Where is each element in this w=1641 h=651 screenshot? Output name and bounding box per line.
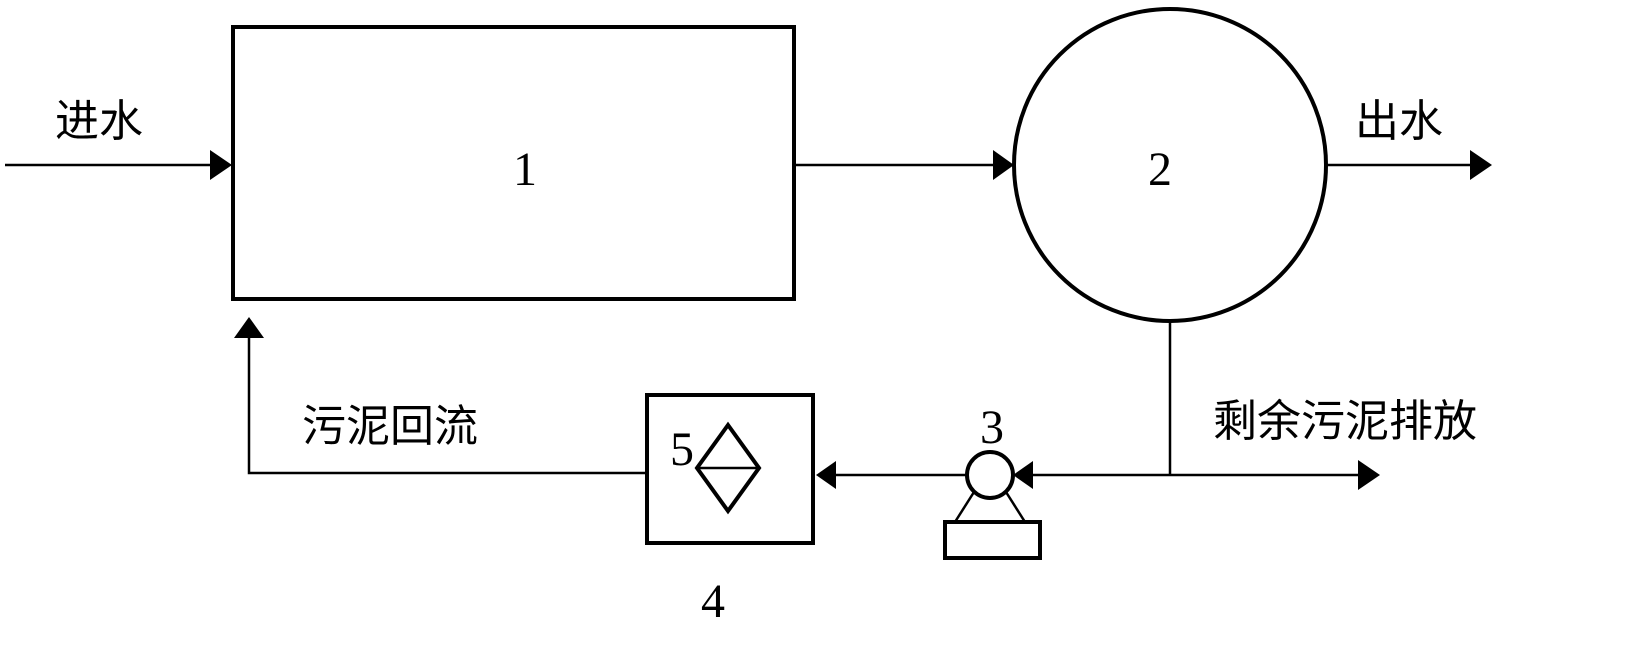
underflow-to-pump-arrow [1013,461,1170,489]
node-3-label: 3 [980,401,1004,454]
inlet-label: 进水 [55,97,143,146]
unit-box-4 [645,393,815,545]
node-5-label: 5 [670,423,694,476]
excess-sludge-arrow [1170,460,1380,490]
node-2-label: 2 [1148,143,1172,196]
inlet-arrow [5,150,232,180]
reactor-box-1 [231,25,796,301]
box1-to-clarifier-arrow [794,150,1014,180]
node-1-label: 1 [513,143,537,196]
excess-sludge-label: 剩余污泥排放 [1213,397,1477,446]
outlet-label: 出水 [1355,97,1443,146]
sludge-return-label: 污泥回流 [302,402,478,451]
node-4-label: 4 [701,575,725,628]
sludge-return-line [234,317,647,475]
component-5-diamond-icon [694,421,762,515]
pump-to-unit4-arrow [816,461,967,489]
outlet-arrow [1326,150,1492,180]
